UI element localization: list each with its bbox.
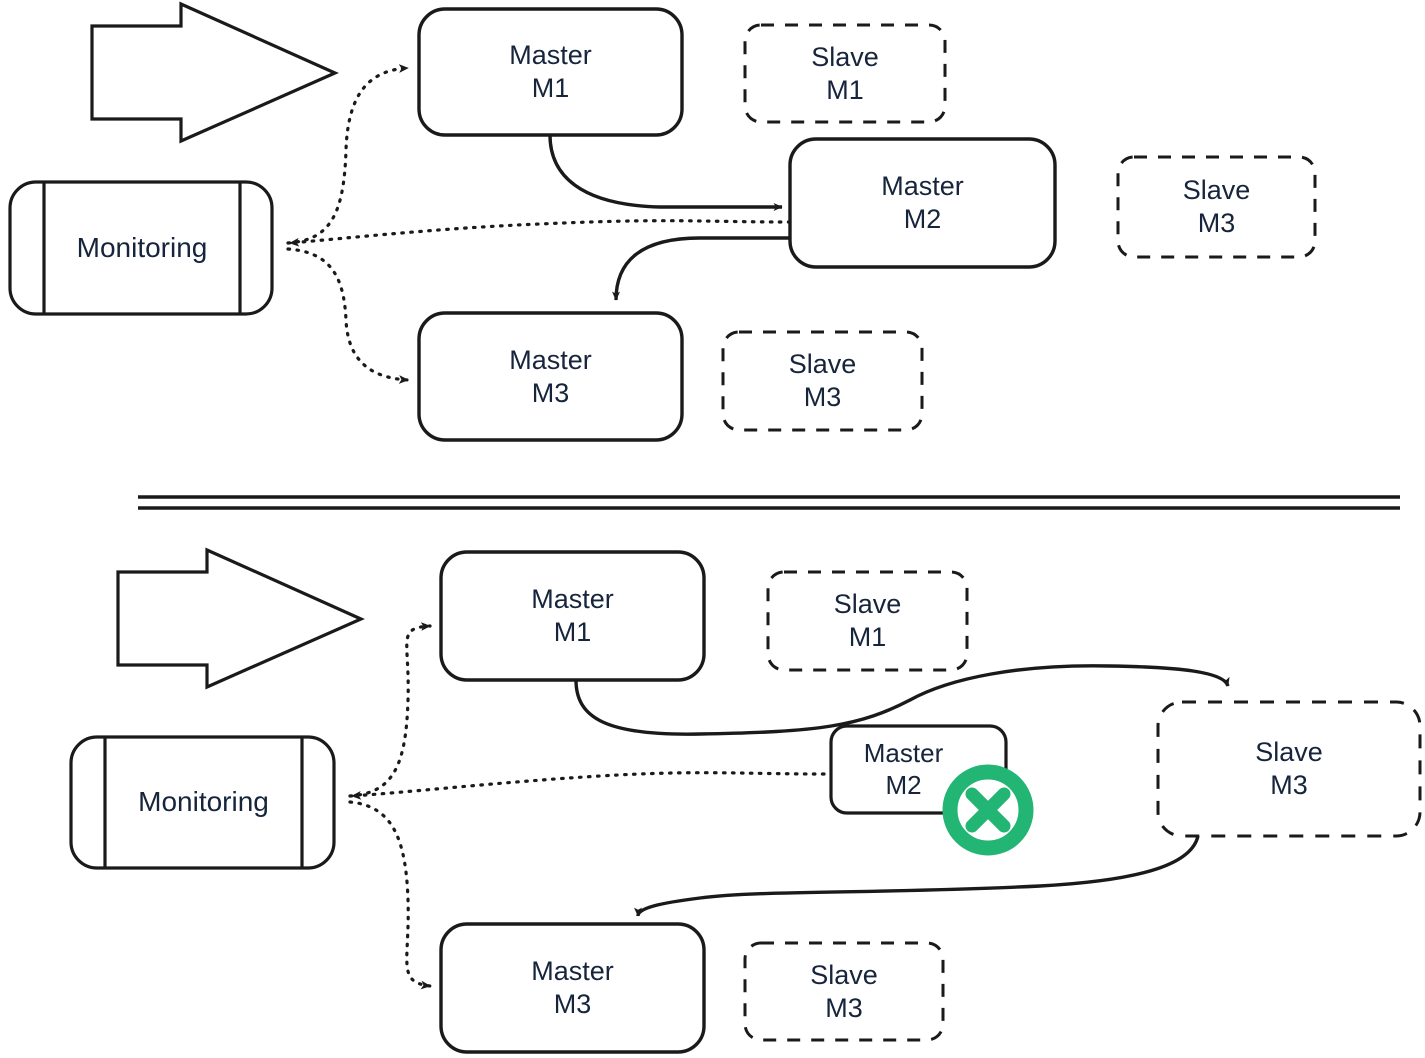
master-m3-box-top bbox=[417, 311, 684, 442]
slave-m3-box-top bbox=[721, 330, 924, 432]
edge-monitor-m3-bottom bbox=[348, 800, 432, 990]
monitoring-box-bottom bbox=[69, 735, 336, 870]
failure-marker-bottom bbox=[942, 764, 1034, 856]
edge-m1-to-slave-m3-bottom bbox=[574, 664, 1230, 736]
slave-m3-box-bottom bbox=[743, 941, 945, 1042]
edge-slave-m3-to-m3-bottom bbox=[634, 835, 1200, 917]
slave-m1-box-top bbox=[743, 23, 947, 124]
input-arrow-bottom bbox=[116, 547, 365, 690]
input-arrow-top bbox=[90, 1, 339, 144]
master-m1-box-bottom bbox=[439, 550, 706, 682]
edge-m1-to-m2-top bbox=[548, 134, 783, 211]
edge-monitor-m2-bottom bbox=[350, 771, 826, 800]
monitoring-box-top bbox=[8, 180, 274, 316]
slave-m3-right-box-top bbox=[1116, 155, 1317, 259]
edge-monitor-m3-top bbox=[286, 247, 410, 384]
edge-monitor-m1-bottom bbox=[348, 622, 432, 798]
edge-m2-to-m3-top bbox=[612, 236, 790, 301]
edge-monitor-m1-top bbox=[286, 64, 410, 245]
master-m3-box-bottom bbox=[439, 922, 706, 1054]
slave-m3-right-box-bottom bbox=[1156, 700, 1422, 838]
master-m2-box-top bbox=[788, 137, 1057, 269]
master-m1-box-top bbox=[417, 7, 684, 137]
slave-m1-box-bottom bbox=[766, 570, 969, 672]
edge-monitor-m2-top bbox=[288, 219, 792, 247]
